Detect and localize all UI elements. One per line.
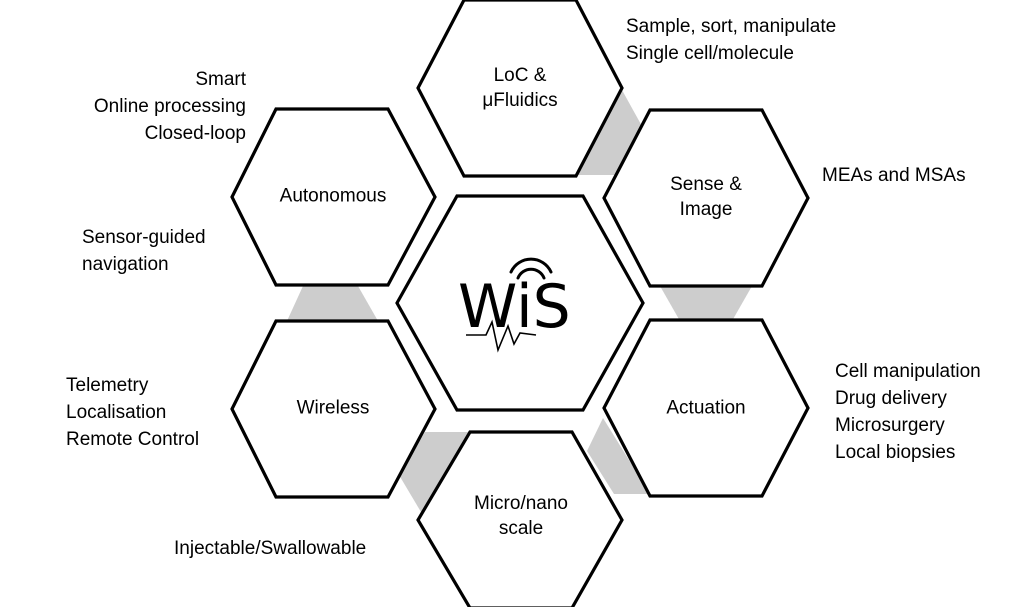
annotation-actuation: Cell manipulation Drug delivery Microsur…	[835, 358, 981, 466]
hexagon-loc	[416, 0, 624, 178]
annotation-sense: MEAs and MSAs	[822, 162, 966, 189]
connector-wireless-autonomous	[287, 286, 378, 321]
label-line: Sense &	[670, 174, 742, 195]
hexagon-wireless	[230, 319, 437, 499]
wifi-icon	[509, 257, 553, 280]
label-line: Wireless	[296, 397, 370, 419]
annotation-line: navigation	[82, 254, 169, 275]
annotation-line: Telemetry	[66, 375, 149, 396]
connector-sense-actuation	[660, 286, 752, 321]
annotation-line: Local biopsies	[835, 442, 956, 463]
annotation-line: Localisation	[66, 402, 167, 423]
annotation-line: MEAs and MSAs	[822, 165, 966, 186]
annotation-line: Injectable/Swallowable	[174, 538, 367, 559]
heartbeat-line-icon	[466, 319, 537, 353]
annotation-line: Cell manipulation	[835, 361, 981, 382]
annotation-line: Drug delivery	[835, 388, 947, 409]
wis-logo: WiS	[458, 257, 571, 353]
annotation-navigation: Sensor-guided navigation	[82, 224, 206, 278]
annotation-line: Closed-loop	[144, 123, 246, 144]
annotation-line: Single cell/molecule	[626, 43, 794, 64]
hexagon-label-autonomous: Autonomous	[280, 184, 387, 209]
annotation-wireless: Telemetry Localisation Remote Control	[66, 372, 199, 453]
label-line: Micro/nano	[474, 493, 568, 514]
label-line: Image	[679, 199, 733, 220]
hexagon-label-sense: Sense & Image	[670, 172, 742, 222]
annotation-line: Sensor-guided	[82, 227, 206, 248]
hexagon-label-loc: LoC & μFluidics	[482, 63, 557, 113]
annotation-autonomous: Smart Online processing Closed-loop	[94, 66, 246, 147]
label-line: μFluidics	[482, 90, 558, 111]
annotation-line: Remote Control	[66, 429, 200, 450]
hexagon-sense	[602, 108, 810, 288]
connector-micro-wireless	[399, 432, 468, 512]
label-line: Actuation	[666, 397, 746, 419]
hexagon-label-micro: Micro/nano scale	[474, 491, 568, 541]
label-line: LoC &	[493, 65, 547, 86]
annotation-loc: Sample, sort, manipulate Single cell/mol…	[626, 13, 836, 67]
hexagon-label-wireless: Wireless	[297, 396, 370, 421]
annotation-micro: Injectable/Swallowable	[174, 535, 366, 562]
connector-actuation-micro	[587, 418, 650, 494]
annotation-line: Smart	[195, 69, 246, 90]
wis-logo-text: WiS	[458, 272, 571, 342]
hexagon-actuation	[602, 318, 810, 498]
hexagon-label-actuation: Actuation	[666, 396, 745, 421]
hexagon-micro	[416, 430, 624, 607]
label-line: Autonomous	[279, 185, 387, 207]
annotation-line: Microsurgery	[835, 415, 945, 436]
connector-loc-sense	[572, 90, 643, 175]
label-line: scale	[498, 518, 544, 539]
annotation-line: Sample, sort, manipulate	[626, 16, 837, 37]
hexagon-autonomous	[230, 107, 437, 287]
hexagon-center	[395, 194, 645, 412]
annotation-line: Online processing	[93, 96, 246, 117]
